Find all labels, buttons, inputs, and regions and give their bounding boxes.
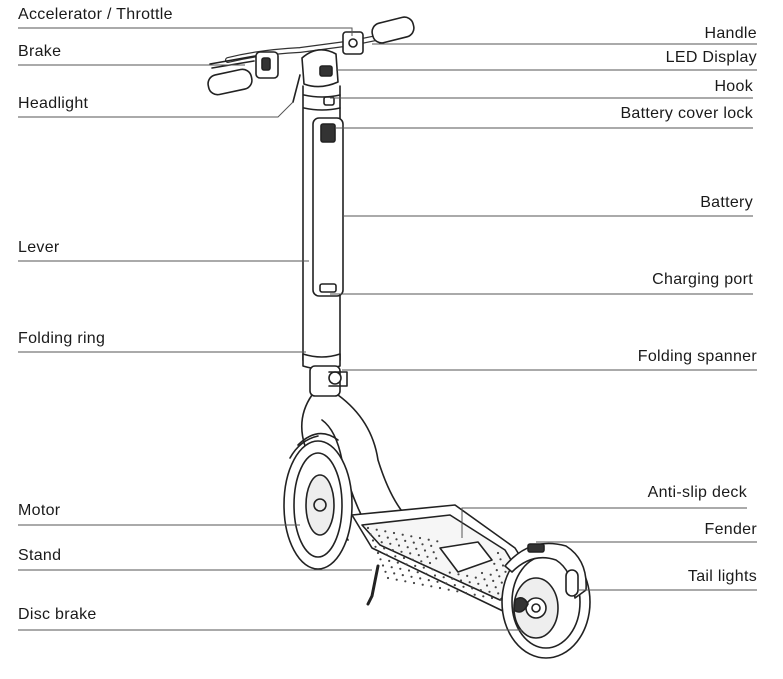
label-stand: Stand xyxy=(18,547,62,564)
leader-accelerator-throttle xyxy=(18,27,353,36)
label-folding-spanner: Folding spanner xyxy=(637,348,757,365)
leader-anti-slip-deck xyxy=(461,507,747,538)
stem xyxy=(302,85,348,397)
label-fender: Fender xyxy=(704,521,757,538)
leader-headlight xyxy=(18,101,294,118)
label-accelerator-throttle: Accelerator / Throttle xyxy=(18,6,173,23)
deck-grip-pattern xyxy=(366,526,520,605)
label-led-display: LED Display xyxy=(665,49,757,66)
stem-head xyxy=(292,49,339,103)
kickstand xyxy=(366,564,380,606)
rear-wheel xyxy=(501,542,591,659)
label-handle: Handle xyxy=(704,25,757,42)
front-wheel xyxy=(283,432,353,570)
label-motor: Motor xyxy=(18,502,61,519)
label-brake: Brake xyxy=(18,43,62,60)
label-battery: Battery xyxy=(700,194,753,211)
label-hook: Hook xyxy=(714,78,753,95)
label-headlight: Headlight xyxy=(18,95,89,112)
label-disc-brake: Disc brake xyxy=(18,606,97,623)
label-tail-lights: Tail lights xyxy=(687,568,757,585)
label-battery-cover-lock: Battery cover lock xyxy=(620,105,753,122)
label-folding-ring: Folding ring xyxy=(18,330,106,347)
handlebar xyxy=(207,16,415,96)
label-anti-slip-deck: Anti-slip deck xyxy=(647,484,747,501)
label-charging-port: Charging port xyxy=(652,271,753,288)
leader-lines xyxy=(18,27,757,631)
label-lever: Lever xyxy=(18,239,60,256)
